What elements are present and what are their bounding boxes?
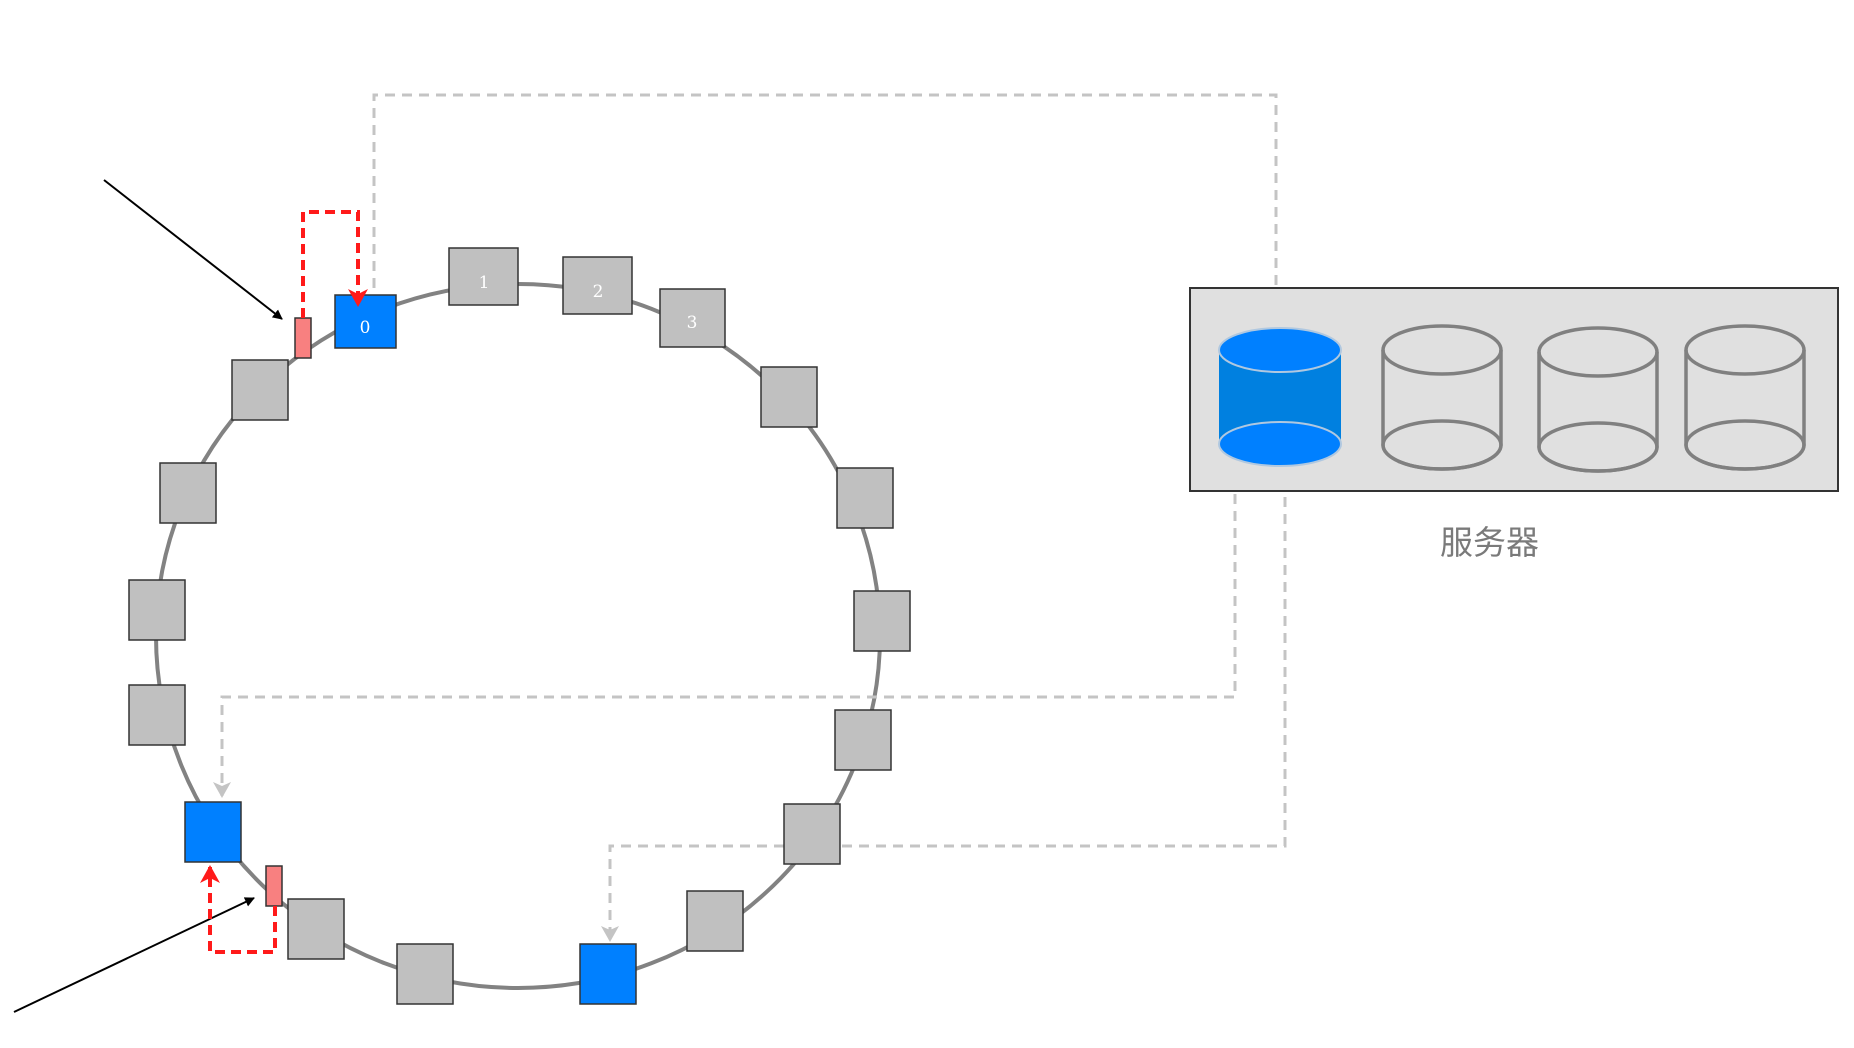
ring-node (760, 366, 818, 428)
ring-node (128, 684, 186, 746)
ring-node (686, 890, 744, 952)
active-node-left (184, 801, 242, 863)
incoming-arrow-bottom (13, 897, 255, 1013)
server-cylinder (1381, 324, 1503, 471)
ring-node (783, 803, 841, 865)
active-nodes (184, 294, 637, 1005)
node-label-0: 0 (360, 318, 371, 338)
data-key-bottom (265, 865, 283, 907)
ring-node (448, 247, 519, 306)
mapping-lines (213, 93, 1287, 942)
ring-node (159, 462, 217, 524)
mapping-line-left-node (213, 460, 1237, 798)
ring-node (562, 256, 633, 315)
ring-node (834, 709, 892, 771)
node-label-1: 1 (479, 273, 490, 293)
mapping-line-node-0 (372, 93, 1278, 338)
ring-node (836, 467, 894, 529)
node-label-2: 2 (593, 282, 604, 302)
data-key-top (294, 317, 312, 359)
lookup-arrow-top (301, 210, 368, 318)
ring-node (853, 590, 911, 652)
ring-nodes (128, 247, 911, 1005)
ring-node (231, 359, 289, 421)
ring-node (659, 288, 726, 348)
mapping-line-bottom-node (601, 480, 1287, 942)
ring-node (396, 943, 454, 1005)
server-cylinder (1537, 326, 1659, 473)
active-node-bottom (579, 943, 637, 1005)
ring-node (287, 898, 345, 960)
incoming-arrow-top (103, 179, 283, 320)
server-cylinder (1684, 324, 1806, 471)
lookup-arrow-bottom (200, 865, 277, 954)
server-label: 服务器 (1440, 523, 1539, 562)
node-label-3: 3 (687, 313, 698, 333)
server-cylinder-active (1218, 327, 1342, 467)
ring-node (128, 579, 186, 641)
